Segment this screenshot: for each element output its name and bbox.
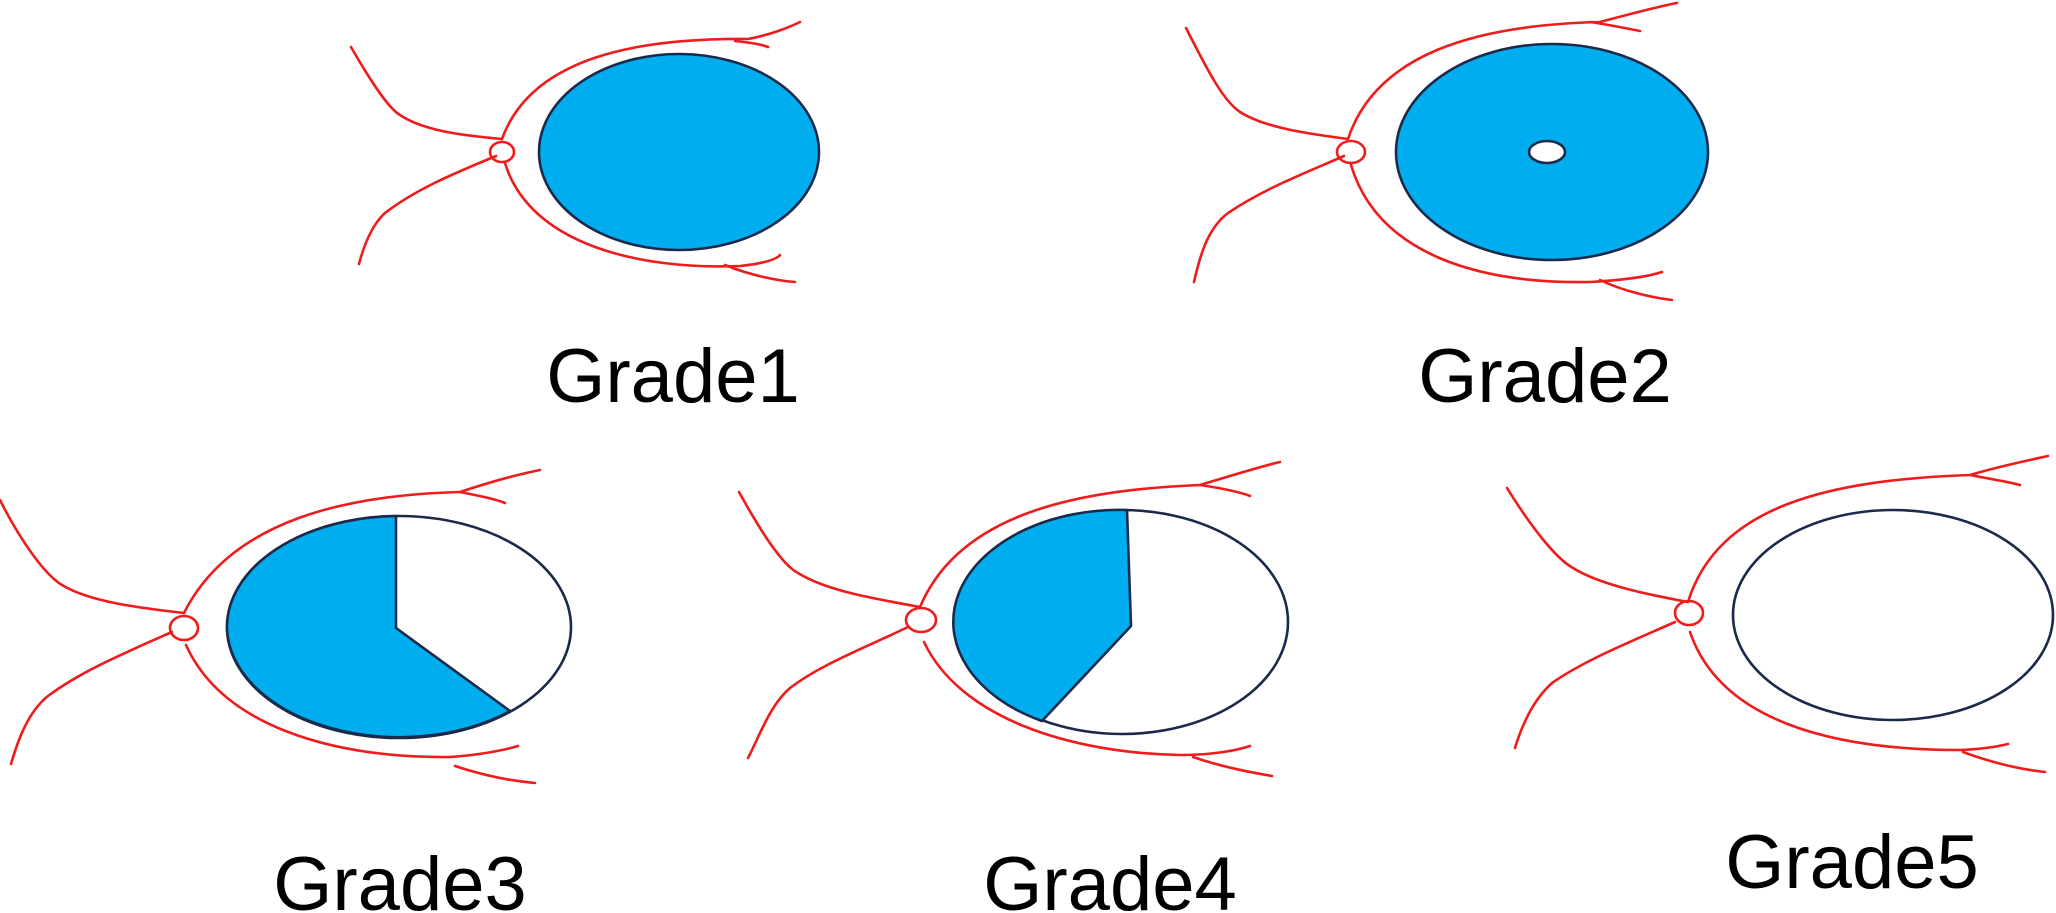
- grade-1-disc: [537, 52, 821, 252]
- grade-2-label: Grade2: [1418, 334, 1672, 419]
- grade-1-label: Grade1: [546, 334, 800, 419]
- grade-3-filled-sector: [225, 514, 513, 739]
- grade-2-center-cup: [1527, 139, 1567, 165]
- grade-4-vessels: [737, 460, 1282, 778]
- grade-3-label: Grade3: [273, 842, 527, 913]
- grade-3-panel: Grade3: [0, 468, 573, 913]
- grade-4-label: Grade4: [983, 842, 1237, 913]
- grade-5-disc: [1731, 508, 2055, 722]
- grade-2-panel: Grade2: [1184, 1, 1710, 419]
- grade-2-vessels: [1184, 1, 1679, 302]
- grade-1-vessels: [349, 20, 802, 284]
- grade-5-label: Grade5: [1725, 820, 1979, 905]
- grade-5-panel: Grade5: [1505, 454, 2055, 905]
- grade-4-panel: Grade4: [737, 460, 1290, 913]
- grade-1-panel: Grade1: [349, 20, 821, 419]
- grade-3-vessels: [0, 468, 542, 785]
- grade-5-vessels: [1505, 454, 2050, 774]
- grade-4-filled-sector: [951, 508, 1133, 723]
